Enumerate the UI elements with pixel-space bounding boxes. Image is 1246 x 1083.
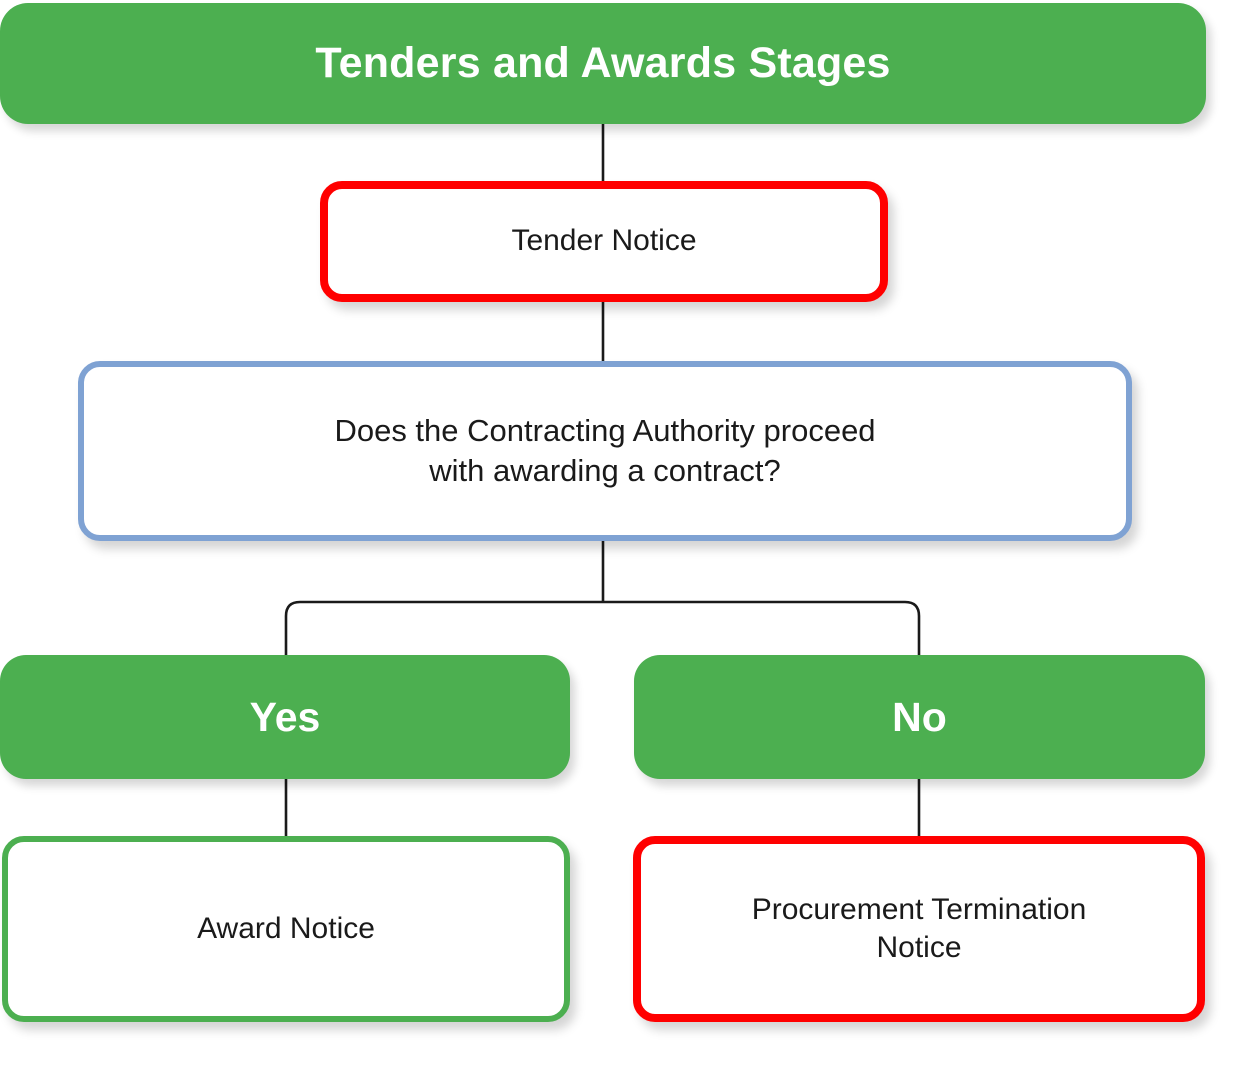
branch-no-label: No: [892, 693, 947, 740]
node-branch-yes[interactable]: Yes: [0, 655, 570, 779]
termination-notice-label-line2: Notice: [876, 931, 962, 964]
award-notice-label: Award Notice: [197, 911, 375, 945]
title-label: Tenders and Awards Stages: [315, 38, 891, 87]
node-title-banner: Tenders and Awards Stages: [0, 3, 1206, 124]
node-tender-notice[interactable]: Tender Notice: [320, 181, 888, 302]
decision-label-line1: Does the Contracting Authority proceed: [334, 413, 876, 449]
node-termination-notice[interactable]: Procurement Termination Notice: [633, 836, 1205, 1022]
connector-fork-to-yes: [284, 600, 603, 657]
branch-yes-label: Yes: [249, 693, 321, 740]
decision-label: Does the Contracting Authority proceed w…: [84, 411, 1126, 490]
decision-label-line2: with awarding a contract?: [429, 453, 781, 488]
tender-notice-label: Tender Notice: [511, 224, 697, 258]
connector-fork-to-no: [603, 600, 921, 657]
node-branch-no[interactable]: No: [634, 655, 1205, 779]
termination-notice-label: Procurement Termination Notice: [641, 891, 1197, 968]
node-award-notice[interactable]: Award Notice: [2, 836, 570, 1022]
termination-notice-label-line1: Procurement Termination: [751, 892, 1087, 926]
node-decision-question[interactable]: Does the Contracting Authority proceed w…: [78, 361, 1132, 541]
